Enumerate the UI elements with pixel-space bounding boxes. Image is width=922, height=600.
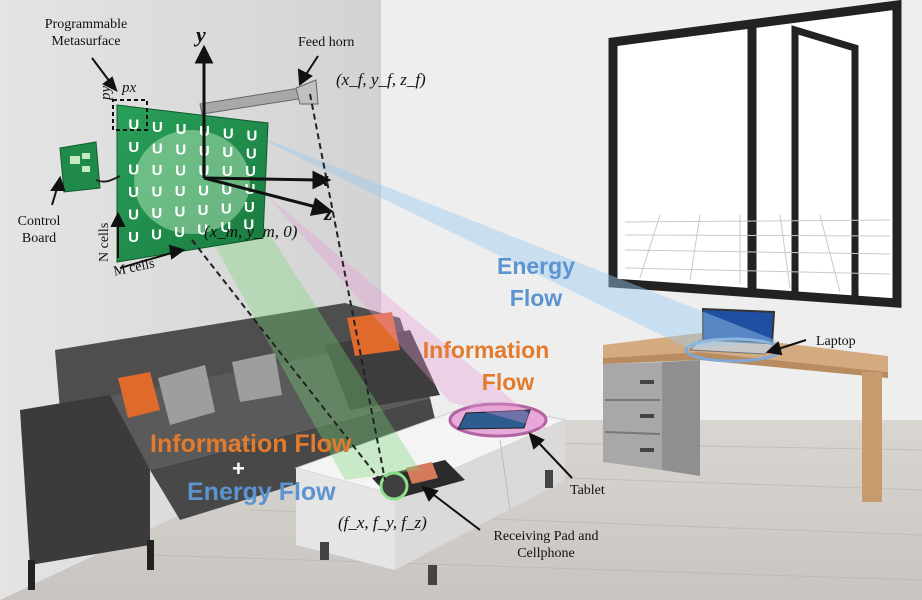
metasurface-unit-cell: U xyxy=(174,224,185,241)
metasurface-label: Programmable Metasurface xyxy=(30,16,142,50)
metasurface-unit-cell: U xyxy=(243,217,254,234)
sofa xyxy=(20,303,440,590)
metasurface-unit-cell: U xyxy=(175,183,186,200)
metasurface-unit-cell: U xyxy=(223,125,234,142)
metasurface-unit-cell: U xyxy=(222,163,233,180)
n-cells-label: N cells xyxy=(97,222,112,262)
metasurface-unit-cell: U xyxy=(152,140,163,157)
metasurface-unit-cell: U xyxy=(128,207,139,224)
control-board-label: Control Board xyxy=(12,213,66,247)
metasurface-unit-cell: U xyxy=(128,229,139,246)
receiving-pad-label-line1: Receiving Pad and xyxy=(493,529,599,544)
metasurface-unit-cell: U xyxy=(128,162,139,179)
feed-coord-label: (x_f, y_f, z_f) xyxy=(336,70,426,89)
energy-flow-combined-label: Energy Flow xyxy=(187,478,336,506)
metasurface-unit-cell: U xyxy=(221,182,232,199)
control-board-label-line1: Control xyxy=(17,214,61,229)
metasurface-unit-cell: U xyxy=(197,222,208,239)
unit-cell-highlight xyxy=(112,99,148,131)
tablet-label: Tablet xyxy=(570,483,605,498)
meta-coord-label: (x_m, y_m, 0) xyxy=(204,222,298,241)
metasurface-unit-cell: U xyxy=(151,184,162,201)
information-flow-tablet-line1: Information xyxy=(422,337,550,363)
metasurface-unit-cell: U xyxy=(152,119,163,136)
metasurface-unit-cell: U xyxy=(220,219,231,236)
information-flow-combined-label: Information Flow xyxy=(150,430,352,458)
focus-coord-label: (f_x, f_y, f_z) xyxy=(338,513,427,532)
axis-y-label: y xyxy=(196,22,206,47)
metasurface-unit-cell: U xyxy=(245,163,256,180)
plus-label: + xyxy=(232,456,245,481)
energy-flow-laptop-line1: Energy xyxy=(497,253,575,279)
metasurface-unit-cell: U xyxy=(128,184,139,201)
laptop-label: Laptop xyxy=(816,334,856,349)
feed-horn-label: Feed horn xyxy=(298,35,355,50)
information-flow-tablet-line2: Flow xyxy=(481,369,535,395)
receiving-pad-illustration xyxy=(372,460,465,501)
pointer-arrows xyxy=(50,55,807,531)
beam-blue xyxy=(206,112,780,348)
tablet-illustration xyxy=(448,402,548,438)
laptop-illustration xyxy=(684,307,782,363)
metasurface-unit-cell: U xyxy=(198,202,209,219)
metasurface-unit-cell: U xyxy=(222,144,233,161)
coffee-table xyxy=(294,401,567,585)
metasurface-label-line2: Metasurface xyxy=(51,34,121,49)
metasurface-unit-cell: U xyxy=(174,204,185,221)
axes xyxy=(194,44,334,216)
metasurface-unit-cell: U xyxy=(175,142,186,159)
axis-x-label: x xyxy=(318,166,329,191)
py-label: py xyxy=(98,85,114,100)
metasurface-unit-cell: U xyxy=(246,145,257,162)
control-board xyxy=(59,141,121,193)
metasurface: UUUUUUUUUUUUUUUUUUUUUUUUUUUUUUUUUUUU xyxy=(112,99,269,263)
metasurface-unit-cell: U xyxy=(128,117,139,134)
receiving-pad-label-line2: Cellphone xyxy=(517,546,575,561)
receiving-pad-label: Receiving Pad and Cellphone xyxy=(476,528,616,562)
metasurface-unit-cell: U xyxy=(246,128,257,145)
energy-flow-laptop-label: Energy Flow xyxy=(484,250,588,314)
control-board-label-line2: Board xyxy=(21,231,57,246)
axis-z-label: z xyxy=(324,200,333,225)
window xyxy=(608,0,902,308)
metasurface-unit-cell: U xyxy=(175,162,186,179)
energy-flow-laptop-line2: Flow xyxy=(509,285,563,311)
metasurface-unit-cell: U xyxy=(151,227,162,244)
metasurface-unit-cell: U xyxy=(198,182,209,199)
metasurface-unit-cell: U xyxy=(151,205,162,222)
feed-horn xyxy=(191,79,386,481)
metasurface-unit-cell: U xyxy=(176,121,187,138)
metasurface-unit-cell: U xyxy=(221,200,232,217)
metasurface-unit-cell: U xyxy=(244,199,255,216)
px-label: px xyxy=(122,80,137,96)
metasurface-unit-cell: U xyxy=(152,162,163,179)
metasurface-unit-cell: U xyxy=(128,139,139,156)
information-flow-tablet-label: Information Flow xyxy=(400,334,572,398)
metasurface-label-line1: Programmable xyxy=(44,17,128,32)
